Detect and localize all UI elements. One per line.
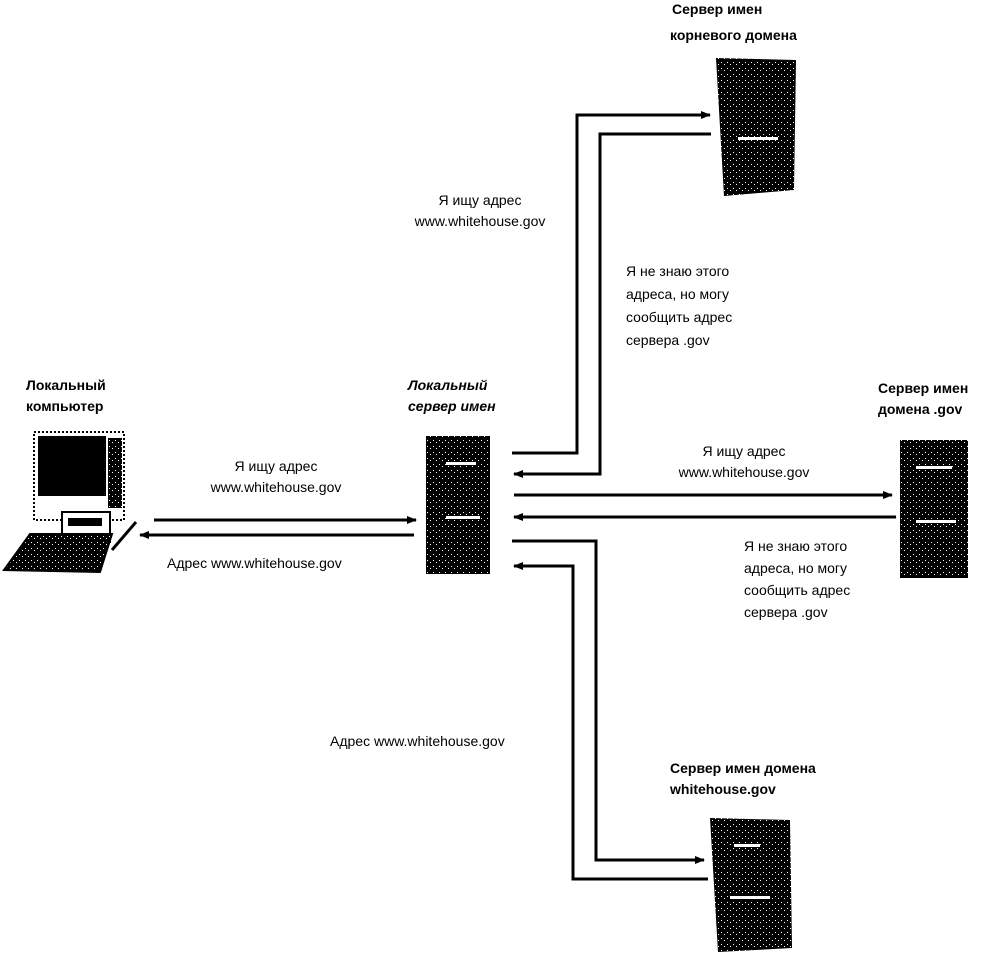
local-server-label: Локальный сервер имен [408,377,496,414]
root-request-label: Я ищу адрес www.whitehouse.gov [414,192,546,229]
whitehouse-server-label: Сервер имен домена whitehouse.gov [670,760,816,797]
root-server-label: Сервер имен корневого домена [670,1,797,43]
gov-server-icon [900,440,968,578]
arrow-local-to-whitehouse [512,539,705,864]
gov-request-label: Я ищу адрес www.whitehouse.gov [678,443,810,480]
whitehouse-response-label: Адрес www.whitehouse.gov [330,733,505,749]
pc-response-label: Адрес www.whitehouse.gov [167,555,342,571]
root-server-icon [716,58,796,196]
root-response-label: Я не знаю этого адреса, но могу сообщить… [626,263,733,348]
local-computer-label: Локальный компьютер [26,377,106,414]
arrow-whitehouse-to-local [513,562,708,881]
arrow-local-to-root [512,111,711,455]
gov-response-label: Я не знаю этого адреса, но могу сообщить… [744,538,851,620]
gov-server-label: Сервер имен домена .gov [878,380,969,417]
local-server-icon [426,436,490,574]
computer-icon [2,431,138,574]
pc-request-label: Я ищу адрес www.whitehouse.gov [210,458,342,495]
whitehouse-server-icon [710,818,792,952]
arrow-root-to-local [513,132,711,478]
